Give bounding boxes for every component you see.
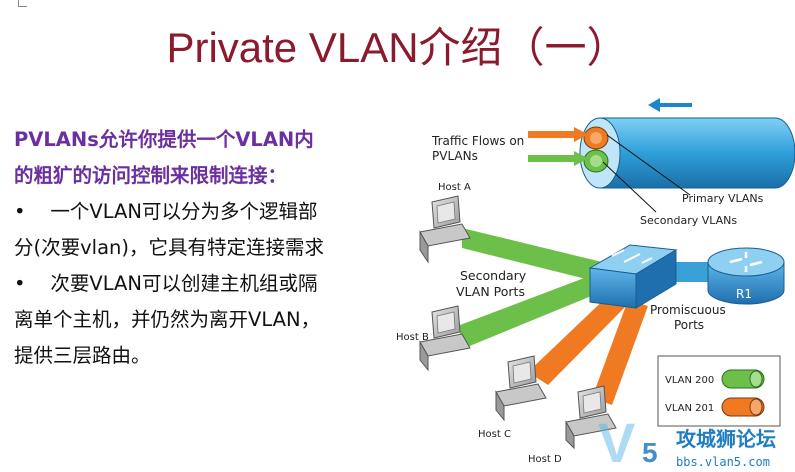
secondary-ports-label-1: Secondary bbox=[460, 268, 527, 283]
bullet-1-line-2: 分(次要vlan)，它具有特定连接需求 bbox=[14, 236, 324, 259]
left-text-block: PVLANs允许你提供一个VLAN内 的粗犷的访问控制来限制连接： • 一个VL… bbox=[14, 122, 404, 374]
heading-line-1: PVLANs允许你提供一个VLAN内 bbox=[14, 128, 314, 151]
watermark-logo: V 5 bbox=[598, 411, 658, 472]
bullet-dot: • bbox=[14, 200, 26, 223]
host-b-pc-icon bbox=[419, 305, 471, 372]
bullet-2-line-1: • 次要VLAN可以创建主机组或隔 bbox=[14, 266, 404, 302]
heading-line-2: 的粗犷的访问控制来限制连接： bbox=[14, 164, 288, 187]
bullet-2-line-2: 离单个主机，并仍然为离开VLAN， bbox=[14, 308, 321, 331]
watermark-url: bbs.vlan5.com bbox=[676, 455, 770, 469]
flow-arrows bbox=[528, 127, 588, 166]
host-d-label: Host D bbox=[528, 454, 562, 465]
legend-vlan200-label: VLAN 200 bbox=[665, 375, 714, 386]
host-c-label: Host C bbox=[478, 429, 511, 440]
watermark-logo-digit: 5 bbox=[642, 437, 658, 468]
switch-router-link bbox=[668, 262, 710, 282]
host-d-pc-icon bbox=[565, 385, 617, 450]
traffic-flows-label-1: Traffic Flows on bbox=[431, 134, 524, 148]
bullet-2-text-1: 次要VLAN可以创建主机组或隔 bbox=[50, 272, 318, 295]
watermark-logo-letter: V bbox=[598, 411, 635, 472]
bullet-1-line-1: • 一个VLAN可以分为多个逻辑部 bbox=[14, 194, 404, 230]
router-label: R1 bbox=[736, 287, 752, 301]
vlan-legend: VLAN 200 VLAN 201 bbox=[657, 355, 781, 427]
primary-vlans-label: Primary VLANs bbox=[682, 192, 764, 205]
bullet-dot: • bbox=[14, 272, 26, 295]
corner-mark bbox=[18, 0, 27, 7]
host-b-label: Host B bbox=[396, 332, 429, 343]
secondary-vlans-label: Secondary VLANs bbox=[640, 214, 737, 227]
promiscuous-ports-label-1: Promiscuous bbox=[650, 303, 726, 317]
watermark-brand: 攻城狮论坛 bbox=[676, 427, 776, 451]
orange-link-host-d bbox=[592, 300, 648, 405]
primary-vlan-tube bbox=[579, 117, 795, 189]
secondary-vlan-tubes bbox=[583, 126, 609, 173]
bullet-1-text-1: 一个VLAN可以分为多个逻辑部 bbox=[50, 200, 318, 223]
green-link-host-b bbox=[460, 272, 606, 350]
slide-title: Private VLAN介绍（一） bbox=[166, 24, 629, 71]
host-a-label: Host A bbox=[438, 182, 471, 193]
direction-arrow bbox=[648, 98, 692, 112]
traffic-flows-label-2: PVLANs bbox=[432, 149, 478, 163]
host-c-pc-icon bbox=[495, 355, 547, 422]
legend-vlan201-label: VLAN 201 bbox=[665, 403, 714, 414]
green-link-host-a bbox=[462, 228, 602, 282]
router-icon: R1 bbox=[707, 247, 785, 305]
switch-icon bbox=[588, 244, 678, 309]
bullet-2-line-3: 提供三层路由。 bbox=[14, 344, 151, 367]
host-a-pc-icon bbox=[419, 195, 471, 264]
secondary-ports-label-2: VLAN Ports bbox=[456, 284, 525, 299]
orange-link-host-c bbox=[528, 292, 632, 385]
promiscuous-ports-label-2: Ports bbox=[674, 318, 704, 332]
